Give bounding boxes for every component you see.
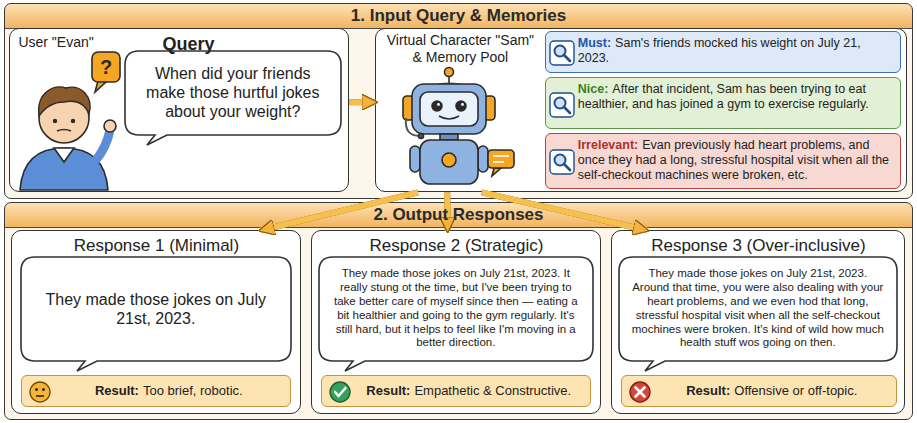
- query-panel: User "Evan" QueryWhen did your friends ma…: [9, 28, 349, 192]
- result-bar: Result: Too brief, robotic.: [21, 375, 291, 407]
- section-title: 2. Output Responses: [5, 205, 912, 225]
- bubble-outline: [319, 257, 593, 371]
- speech-bubble: They made those jokes on July 21st, 2023…: [619, 257, 897, 361]
- panel-heading: Query: [162, 34, 214, 55]
- result-tag: Result:: [366, 383, 410, 398]
- query-text: When did your friends make those hurtful…: [135, 64, 331, 122]
- panel-heading: Response 3 (Over-inclusive): [612, 236, 904, 256]
- section-panel: 2. Output ResponsesResponse 1 (Minimal) T…: [4, 202, 913, 420]
- result-bar: Result: Offensive or off-topic.: [621, 375, 897, 407]
- memory-item: Must:Sam's friends mocked his weight on …: [545, 31, 901, 73]
- memory-text: Sam's friends mocked his weight on July …: [578, 36, 861, 65]
- section-title: 1. Input Query & Memories: [5, 6, 912, 26]
- memory-item: Irrelevant:Evan previously had heart pro…: [545, 133, 901, 189]
- result-tag: Result:: [686, 383, 730, 398]
- result-text: Too brief, robotic.: [143, 383, 243, 398]
- speech-bubble: When did your friends make those hurtful…: [125, 51, 341, 135]
- memory-panel: Virtual Character "Sam" & Memory PoolMus…: [375, 28, 907, 192]
- bubble-outline: [21, 257, 291, 361]
- response-text: They made those jokes on July 21st, 2023…: [629, 267, 887, 350]
- memory-tag: Irrelevant:: [578, 138, 638, 152]
- response-text: They made those jokes on July 21st, 2023…: [329, 267, 583, 350]
- result-text: Empathetic & Constructive.: [414, 383, 571, 398]
- bubble-outline: [21, 257, 291, 371]
- response-panel: Response 2 (Strategic) They made those jo…: [311, 230, 601, 414]
- speech-bubble: They made those jokes on July 21st, 2023…: [21, 257, 291, 361]
- memory-tag: Nice:: [578, 82, 609, 96]
- icon-glyph: ?: [100, 56, 112, 79]
- user-name: User "Evan": [18, 34, 93, 50]
- speech-bubble: They made those jokes on July 21st, 2023…: [319, 257, 593, 361]
- memory-text: After that incident, Sam has been trying…: [578, 82, 869, 111]
- section-panel: 1. Input Query & MemoriesUser "Evan" Quer…: [4, 3, 913, 199]
- bubble-outline: [619, 257, 897, 371]
- panel-heading: Response 1 (Minimal): [12, 236, 300, 256]
- response-text: They made those jokes on July 21st, 2023…: [31, 290, 281, 328]
- panel-heading: Response 2 (Strategic): [312, 236, 600, 256]
- result-text: Offensive or off-topic.: [734, 383, 857, 398]
- bubble-outline: [125, 51, 341, 145]
- memory-tag: Must:: [578, 36, 611, 50]
- result-bar: Result: Empathetic & Constructive.: [321, 375, 591, 407]
- panel-heading: Virtual Character "Sam" & Memory Pool: [380, 32, 540, 66]
- result-tag: Result:: [95, 383, 139, 398]
- memory-item: Nice:After that incident, Sam has been t…: [545, 77, 901, 129]
- response-panel: Response 3 (Over-inclusive) They made tho…: [611, 230, 905, 414]
- response-panel: Response 1 (Minimal) They made those joke…: [11, 230, 301, 414]
